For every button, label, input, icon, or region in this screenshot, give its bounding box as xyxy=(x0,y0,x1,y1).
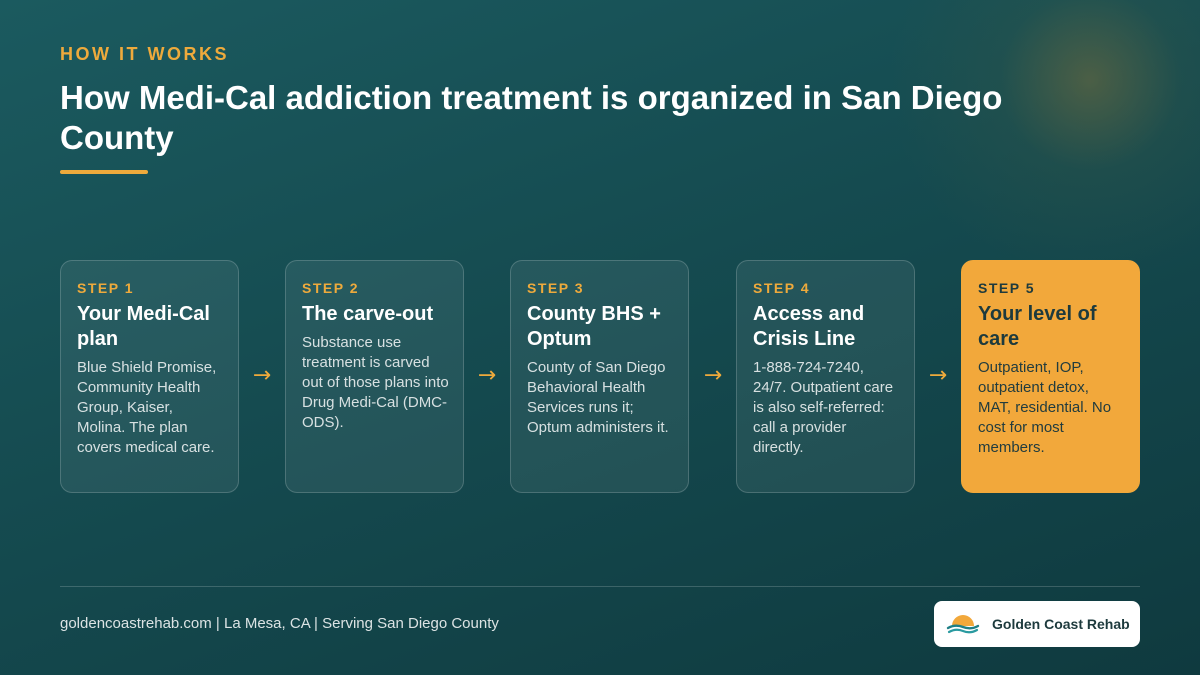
step-card-2: STEP 2 The carve-out Substance use treat… xyxy=(285,260,464,493)
step-label: STEP 4 xyxy=(753,280,810,296)
step-description: Blue Shield Promise, Community Health Gr… xyxy=(77,359,217,456)
step-card-1: STEP 1 Your Medi-Cal plan Blue Shield Pr… xyxy=(60,260,239,493)
step-card-4: STEP 4 Access and Crisis Line 1-888-724-… xyxy=(736,260,915,493)
step-description: Substance use treatment is carved out of… xyxy=(302,334,449,431)
step-description: County of San Diego Behavioral Health Se… xyxy=(527,359,669,436)
step-label: STEP 5 xyxy=(978,280,1035,296)
step-card-3: STEP 3 County BHS + Optum County of San … xyxy=(510,260,689,493)
eyebrow: HOW IT WORKS xyxy=(60,44,229,64)
step-title: Your Medi-Cal plan xyxy=(77,303,210,350)
footer-divider xyxy=(60,586,1140,587)
step-label: STEP 3 xyxy=(527,280,584,296)
arrow-icon: → xyxy=(928,363,948,388)
footer-info: goldencoastrehab.com | La Mesa, CA | Ser… xyxy=(60,615,499,632)
step-title: Access and Crisis Line xyxy=(753,303,865,350)
step-title: Your level of care xyxy=(978,303,1097,350)
arrow-icon: → xyxy=(703,363,723,388)
step-description: 1-888-724-7240, 24/7. Outpatient care is… xyxy=(753,359,894,456)
brand-name: Golden Coast Rehab xyxy=(992,616,1130,632)
step-description: Outpatient, IOP, outpatient detox, MAT, … xyxy=(978,359,1112,456)
step-title: County BHS + Optum xyxy=(527,303,661,350)
steps-flow: STEP 1 Your Medi-Cal plan Blue Shield Pr… xyxy=(60,260,1140,493)
step-label: STEP 1 xyxy=(77,280,134,296)
brand-badge: Golden Coast Rehab xyxy=(934,601,1140,647)
step-title: The carve-out xyxy=(302,303,434,325)
page-title: How Medi-Cal addiction treatment is orga… xyxy=(60,79,1003,156)
sun-over-waves-icon xyxy=(946,615,980,634)
arrow-icon: → xyxy=(252,363,272,388)
step-label: STEP 2 xyxy=(302,280,359,296)
title-underline xyxy=(60,170,148,174)
step-card-5: STEP 5 Your level of care Outpatient, IO… xyxy=(961,260,1140,493)
arrow-icon: → xyxy=(477,363,497,388)
